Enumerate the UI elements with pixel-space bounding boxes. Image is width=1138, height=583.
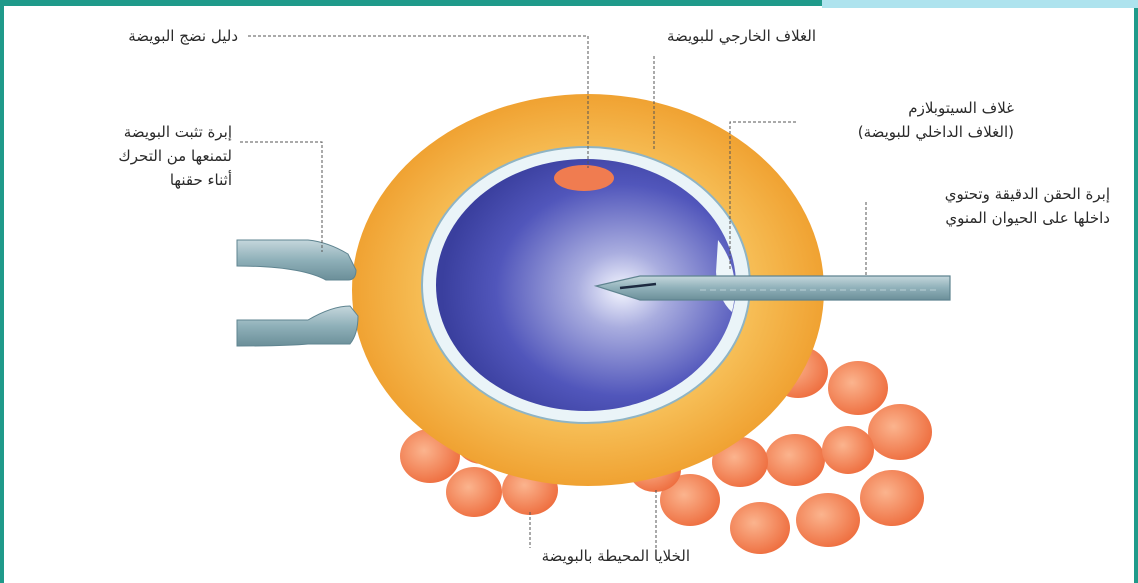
holding-pipette bbox=[237, 240, 358, 346]
cumulus-cell bbox=[822, 426, 874, 474]
label-holding-pipette: إبرة تثبت البويضة لتمنعها من التحرك أثنا… bbox=[118, 120, 232, 192]
label-cumulus-cells: الخلايا المحيطة بالبويضة bbox=[542, 544, 690, 568]
leader-holding-pipette bbox=[240, 142, 322, 252]
label-polar-body: دليل نضج البويضة bbox=[128, 24, 238, 48]
cumulus-cell bbox=[765, 434, 825, 486]
label-cytoplasm-membrane-line2: (الغلاف الداخلي للبويضة) bbox=[858, 120, 1014, 144]
cumulus-cell bbox=[860, 470, 924, 526]
cumulus-cell bbox=[868, 404, 932, 460]
label-injection-needle: إبرة الحقن الدقيقة وتحتوي داخلها على الح… bbox=[945, 182, 1110, 230]
cumulus-cell bbox=[446, 467, 502, 517]
injection-needle bbox=[596, 276, 950, 300]
cumulus-cell bbox=[828, 361, 888, 415]
cumulus-cell bbox=[796, 493, 860, 547]
polar-body bbox=[554, 165, 614, 191]
label-holding-pipette-line3: أثناء حقنها bbox=[118, 168, 232, 192]
label-cytoplasm-membrane: غلاف السيتوبلازم (الغلاف الداخلي للبويضة… bbox=[858, 96, 1014, 144]
label-injection-needle-line2: داخلها على الحيوان المنوي bbox=[945, 206, 1110, 230]
label-holding-pipette-line2: لتمنعها من التحرك bbox=[118, 144, 232, 168]
label-injection-needle-line1: إبرة الحقن الدقيقة وتحتوي bbox=[945, 182, 1110, 206]
label-holding-pipette-line1: إبرة تثبت البويضة bbox=[118, 120, 232, 144]
label-zona-pellucida: الغلاف الخارجي للبويضة bbox=[667, 24, 816, 48]
label-cytoplasm-membrane-line1: غلاف السيتوبلازم bbox=[858, 96, 1014, 120]
cumulus-cell bbox=[730, 502, 790, 554]
